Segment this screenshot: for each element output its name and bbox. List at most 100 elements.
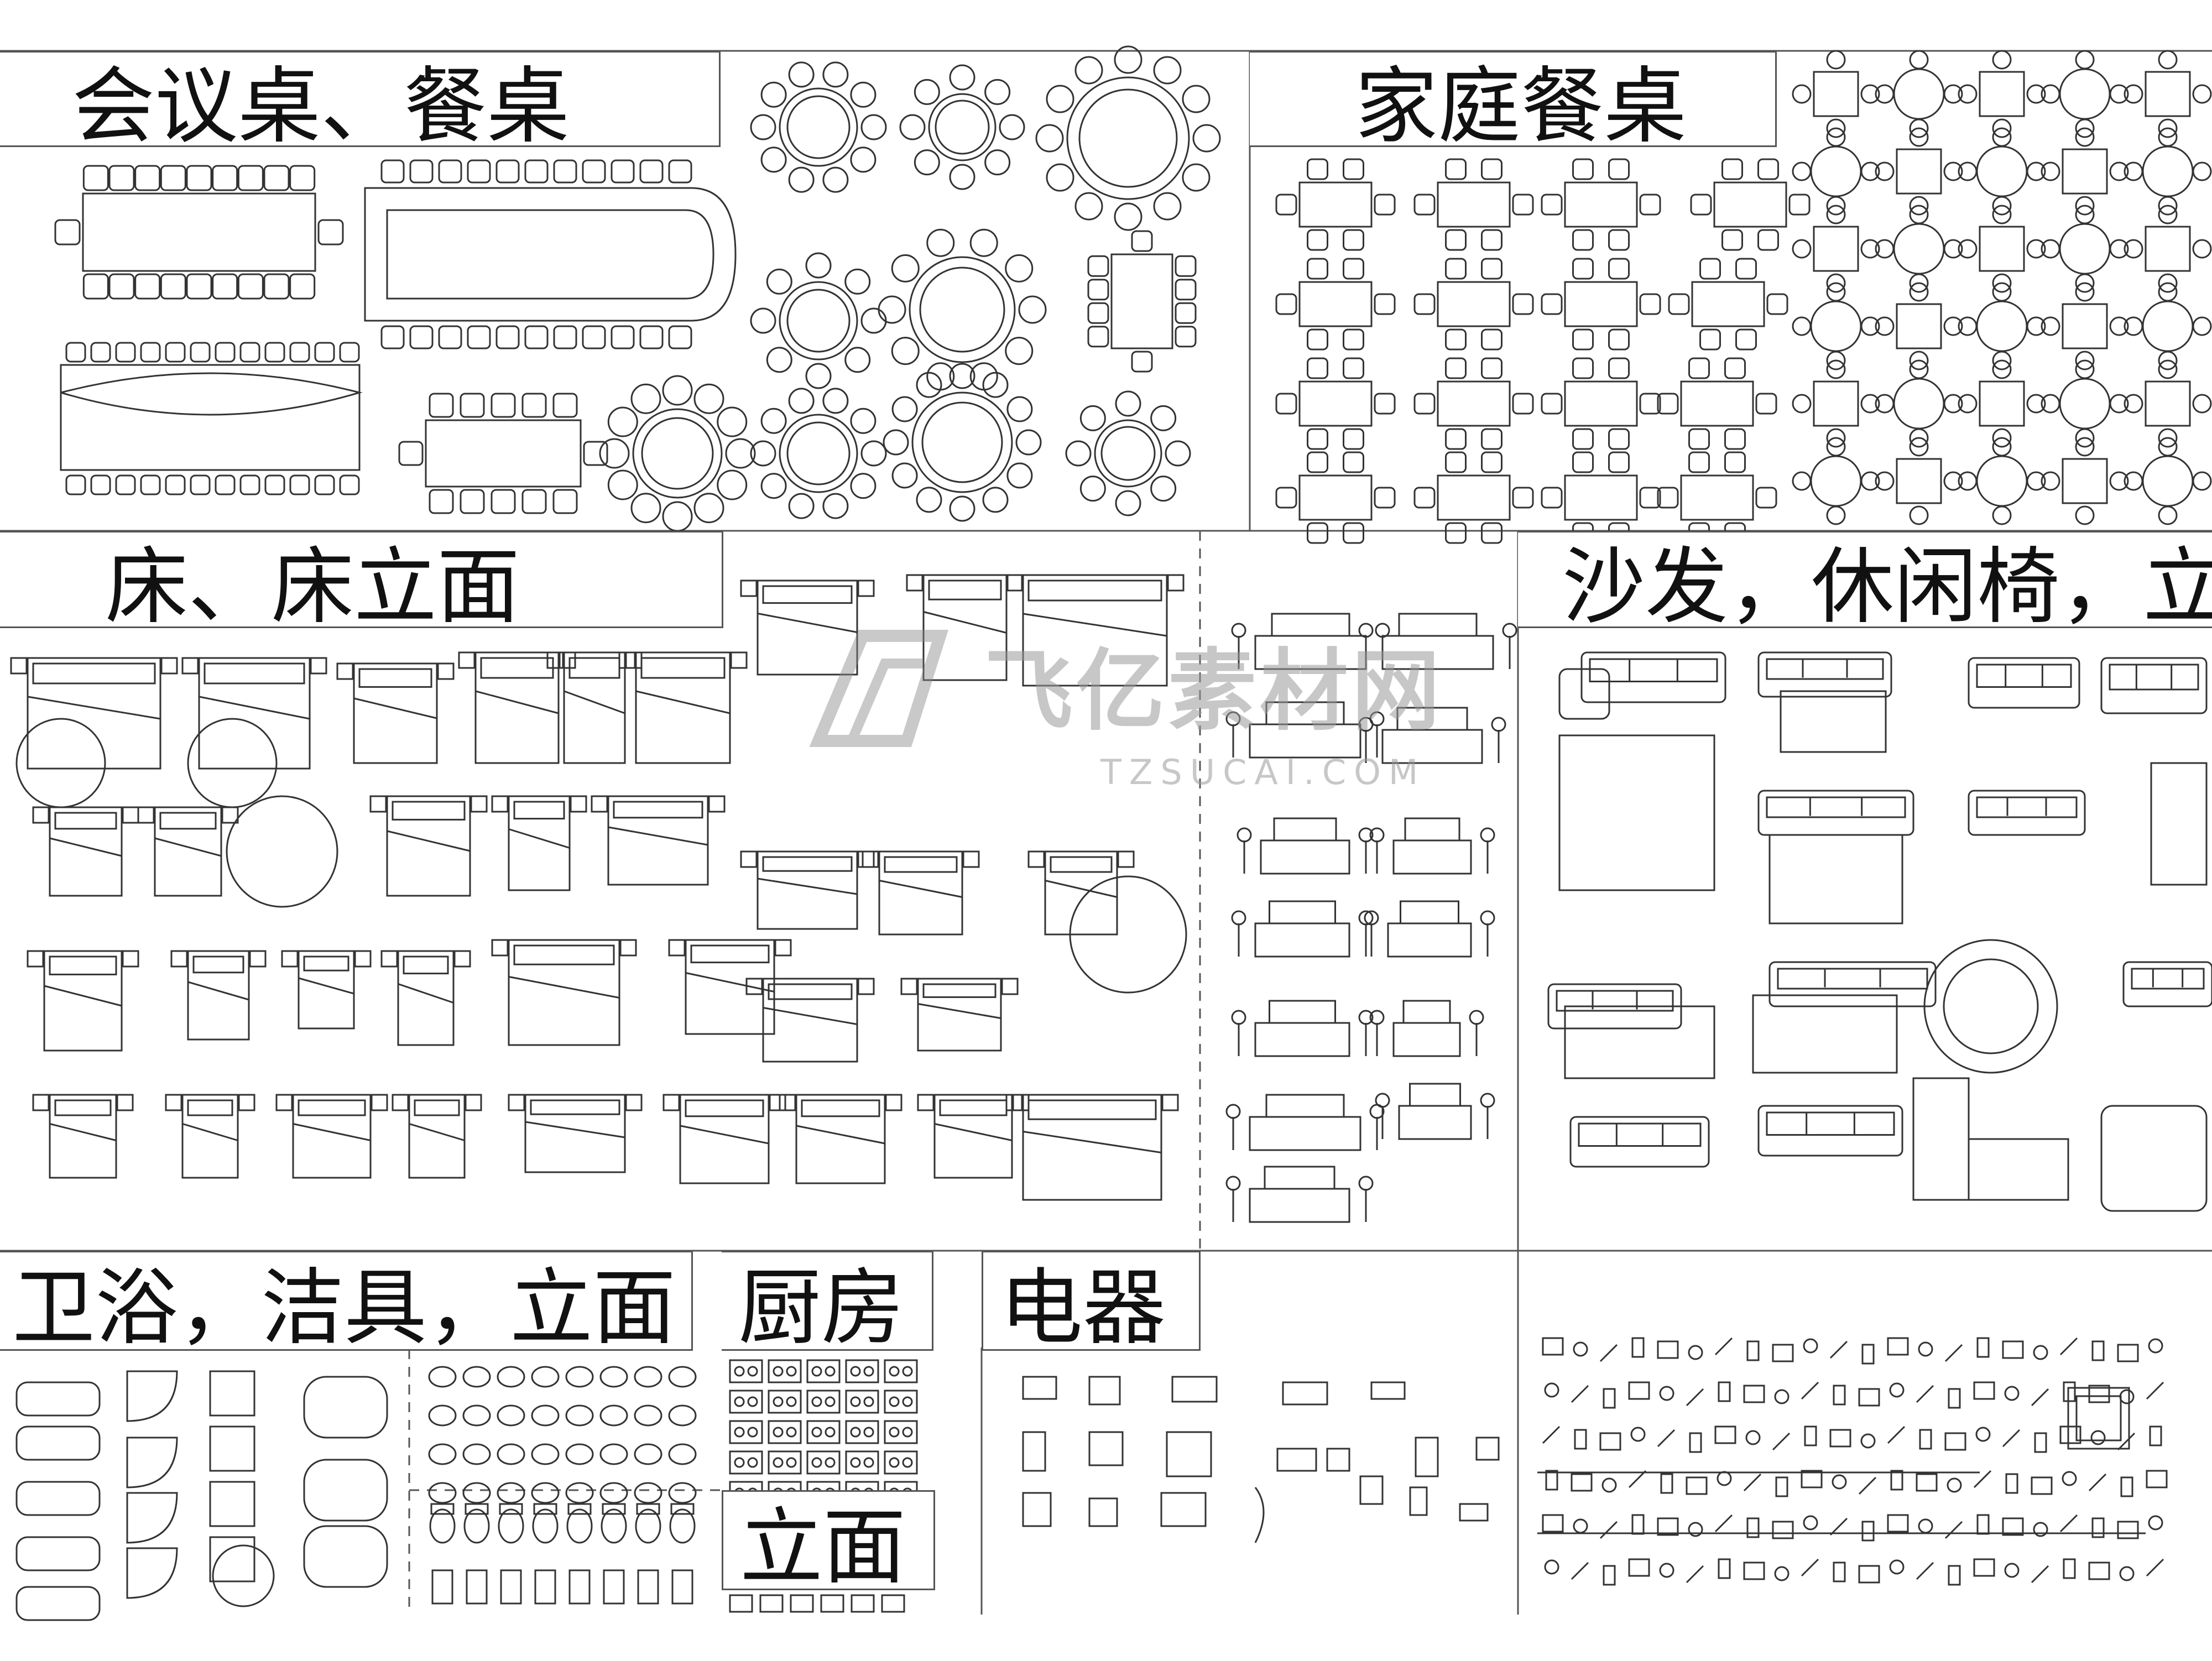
nightstand xyxy=(1005,574,1023,592)
rect-table xyxy=(1298,474,1373,521)
nightstand xyxy=(559,651,576,669)
chair xyxy=(1413,194,1436,216)
nightstand xyxy=(885,1094,902,1111)
decor-vase xyxy=(1659,1563,1674,1578)
plant xyxy=(1772,1432,1791,1451)
bed xyxy=(292,1094,372,1179)
round-table xyxy=(1066,76,1190,200)
chair xyxy=(1512,194,1534,216)
shower-tray xyxy=(209,1536,255,1582)
chair xyxy=(1657,393,1679,415)
decor-object xyxy=(2120,1476,2133,1497)
burner xyxy=(863,1427,874,1438)
stove xyxy=(806,1359,841,1383)
toilet xyxy=(601,1508,627,1544)
nightstand xyxy=(369,795,387,813)
chair xyxy=(160,273,186,300)
chair xyxy=(1445,451,1467,473)
nightstand xyxy=(137,806,155,824)
appliance xyxy=(1166,1431,1212,1477)
square-dining-table xyxy=(2142,145,2194,197)
decor-vase xyxy=(1918,1518,1933,1534)
lamp xyxy=(1237,827,1252,843)
nightstand xyxy=(1005,1094,1023,1111)
chair xyxy=(1992,273,2012,293)
pillow xyxy=(939,1099,1008,1116)
round-table xyxy=(1078,88,1178,188)
chair xyxy=(1721,229,1743,251)
nightstand xyxy=(619,939,637,957)
washbasin xyxy=(634,1404,662,1427)
chair xyxy=(1690,194,1712,216)
square-dining-table xyxy=(2059,223,2111,275)
decor-vase xyxy=(2004,1386,2020,1401)
pillow xyxy=(1050,856,1113,873)
chair xyxy=(90,474,111,495)
washbasin xyxy=(497,1404,525,1427)
bed-elevation xyxy=(1387,922,1472,958)
lamp xyxy=(1358,827,1374,843)
lamp xyxy=(1491,717,1506,732)
headboard xyxy=(1400,900,1459,924)
chair xyxy=(1541,194,1563,216)
chair xyxy=(914,149,940,176)
chair xyxy=(750,440,776,467)
chair xyxy=(1512,393,1534,415)
round-rug xyxy=(1923,939,2058,1074)
picture-frame xyxy=(1887,1514,1909,1533)
decor-vase xyxy=(2062,1471,2077,1486)
square-dining-table xyxy=(1893,378,1945,430)
picture-frame xyxy=(1743,1385,1765,1403)
chair xyxy=(926,228,955,257)
chair xyxy=(1792,316,1812,336)
bed-elevation xyxy=(1254,1022,1350,1057)
chair xyxy=(630,383,661,414)
stove xyxy=(768,1390,802,1414)
square-dining-table xyxy=(2059,378,2111,430)
decor-vase xyxy=(1717,1471,1732,1486)
blanket-fold xyxy=(635,690,731,714)
nightstand xyxy=(116,1094,134,1111)
sofa-cushion xyxy=(1766,796,1906,818)
fan xyxy=(1254,1487,1265,1543)
chair xyxy=(1943,316,1963,336)
headboard xyxy=(1264,1166,1335,1190)
round-table xyxy=(641,417,714,490)
lamp xyxy=(1225,1176,1241,1191)
chair xyxy=(693,493,724,524)
chair xyxy=(1943,471,1963,491)
chair xyxy=(1005,254,1034,283)
chair xyxy=(750,307,776,334)
rect-table xyxy=(1437,181,1511,228)
burner xyxy=(850,1366,861,1377)
corner-bathtub xyxy=(303,1459,388,1522)
rect-table xyxy=(1564,474,1638,521)
chair xyxy=(2109,84,2129,104)
burner xyxy=(773,1427,784,1438)
chair xyxy=(1639,487,1661,509)
burner xyxy=(850,1427,861,1438)
decor-object xyxy=(1689,1432,1702,1453)
chair xyxy=(2124,394,2143,414)
chair xyxy=(1724,428,1746,450)
washbasin xyxy=(462,1366,491,1388)
nightstand xyxy=(122,950,139,968)
plant xyxy=(1599,1521,1618,1539)
chair xyxy=(2192,84,2212,104)
chair xyxy=(1992,282,2012,302)
washbasin xyxy=(668,1366,697,1388)
nightstand xyxy=(336,662,354,680)
square-dining-table xyxy=(2142,455,2194,507)
round-rug xyxy=(187,718,278,808)
chair xyxy=(1445,328,1467,351)
plant xyxy=(2146,1381,2164,1400)
picture-frame xyxy=(1973,1381,1995,1400)
chair xyxy=(429,393,454,418)
chair xyxy=(1860,394,1880,414)
chair xyxy=(317,219,344,246)
decor-object xyxy=(2034,1432,2047,1453)
round-rug xyxy=(1069,875,1187,994)
plant xyxy=(1686,1565,1704,1584)
washbasin xyxy=(531,1443,560,1465)
chair xyxy=(639,159,664,184)
